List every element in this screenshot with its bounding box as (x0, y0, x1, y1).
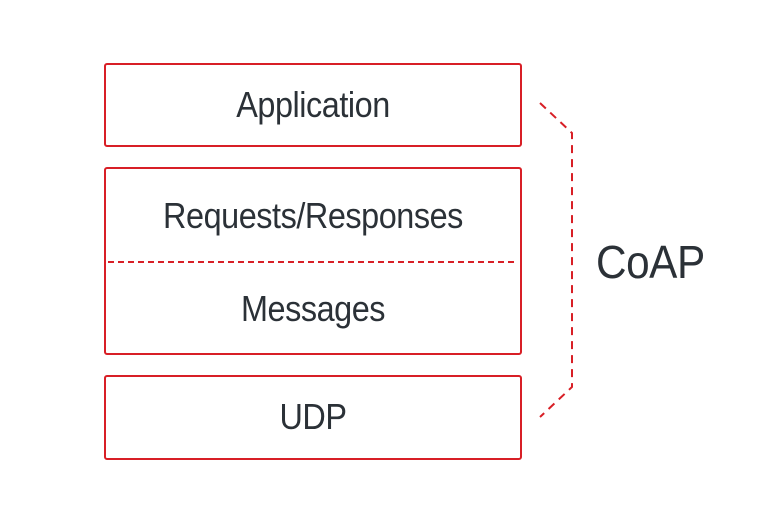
brace-dashed-line (539, 102, 573, 418)
coap-grouping-brace (539, 102, 573, 418)
messages-layer-label: Messages (240, 288, 386, 329)
coap-group-label: CoAP (596, 236, 705, 288)
application-layer-label: Application (236, 84, 390, 125)
sublayer-dashed-divider (108, 261, 514, 263)
coap-core-layer-box: Requests/Responses Messages (104, 167, 522, 355)
udp-layer-box: UDP (104, 375, 522, 460)
application-layer-box: Application (104, 63, 522, 147)
requests-responses-layer-label: Requests/Responses (163, 195, 463, 236)
udp-layer-label: UDP (279, 396, 347, 437)
